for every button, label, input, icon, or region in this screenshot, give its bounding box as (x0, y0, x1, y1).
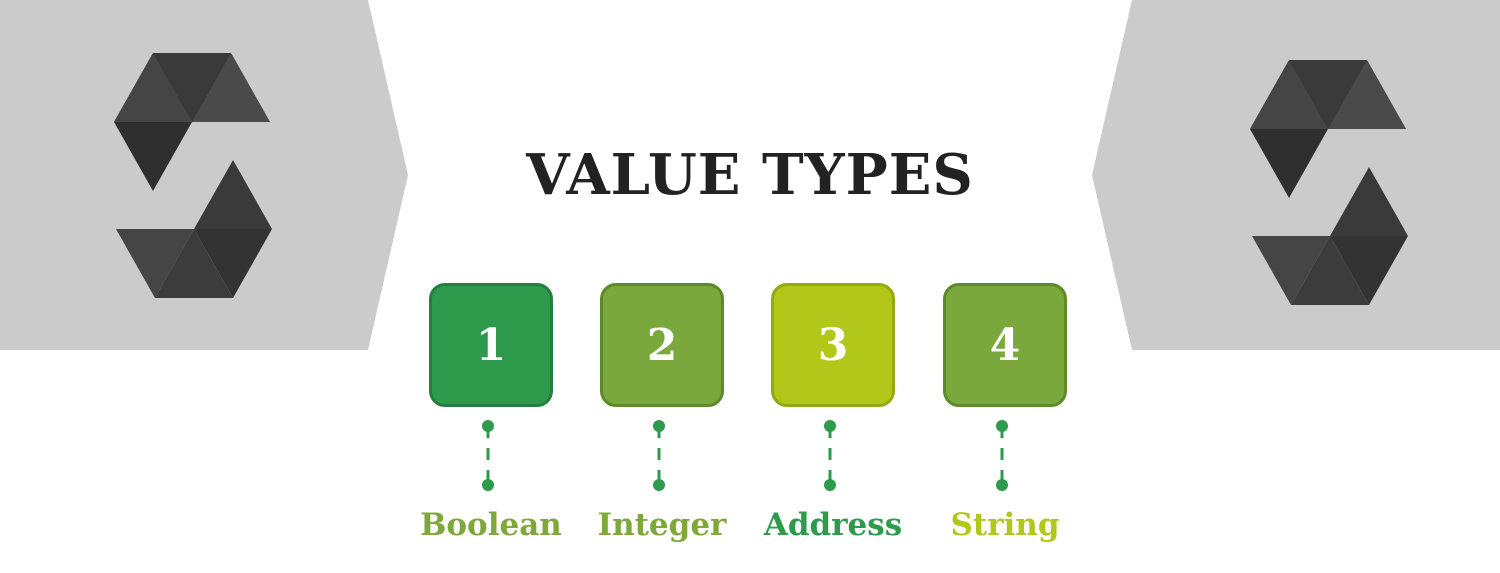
solidity-logo-icon (1250, 60, 1408, 305)
value-type-label: Address (763, 507, 903, 543)
connector-line (996, 420, 1008, 491)
connector-line (482, 420, 494, 491)
value-type-number-box: 1 (429, 283, 553, 407)
connector-line (824, 420, 836, 491)
left-banner-panel (0, 0, 410, 350)
connector-line (653, 420, 665, 491)
value-type-label: Boolean (420, 507, 562, 543)
value-type-number-box: 3 (771, 283, 895, 407)
value-type-number-box: 4 (943, 283, 1067, 407)
right-banner-panel (1090, 0, 1500, 350)
value-type-number-box: 2 (600, 283, 724, 407)
value-type-label: String (950, 507, 1060, 543)
value-type-label: Integer (597, 507, 727, 543)
solidity-logo-icon (114, 53, 272, 298)
page-title: VALUE TYPES (526, 142, 974, 208)
